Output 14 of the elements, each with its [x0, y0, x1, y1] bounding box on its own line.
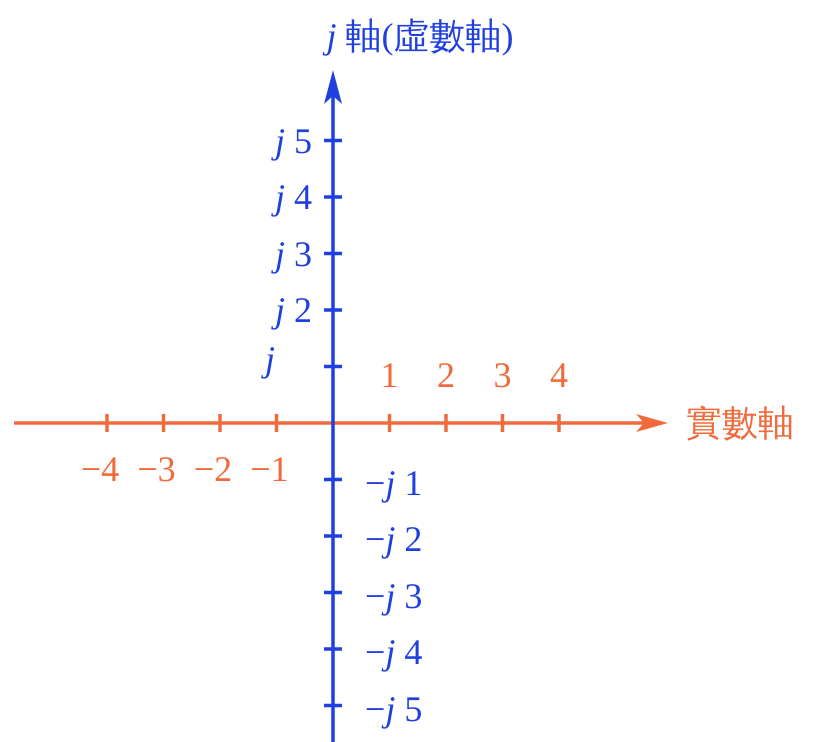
- tick-label: −j 4: [365, 634, 422, 670]
- tick-label: 3: [494, 357, 512, 393]
- tick-label: 1: [380, 357, 398, 393]
- axis-title: 實數軸: [686, 405, 794, 441]
- tick-label: −j 3: [365, 578, 422, 614]
- tick-label: −4: [80, 451, 120, 487]
- tick-label: −j 5: [365, 690, 422, 726]
- tick-label: −j 1: [365, 464, 422, 500]
- tick-label: −1: [250, 451, 289, 487]
- tick-label: −2: [194, 451, 232, 487]
- tick-label: 2: [437, 357, 455, 393]
- tick-label: 4: [550, 357, 568, 393]
- tick-label: −j 2: [365, 521, 422, 557]
- tick-label: −3: [137, 451, 176, 487]
